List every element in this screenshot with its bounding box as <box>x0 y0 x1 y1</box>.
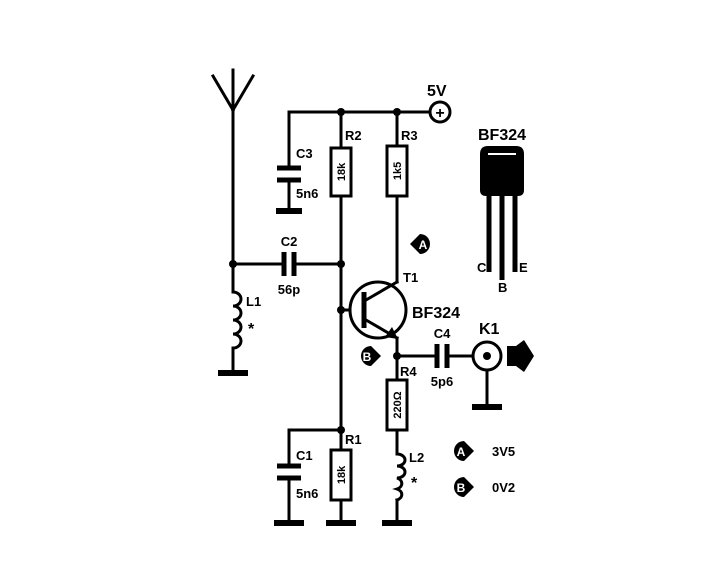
r4-name: R4 <box>400 364 417 379</box>
r1-name: R1 <box>345 432 362 447</box>
r3-value: 1k5 <box>392 162 404 180</box>
supply-terminal: + 5V <box>427 83 452 124</box>
r2-value: 18k <box>336 162 348 181</box>
l2-name: L2 <box>409 450 424 465</box>
supply-plus-symbol: + <box>435 105 444 122</box>
l1-name: L1 <box>246 294 261 309</box>
test-point-a: A <box>410 234 430 254</box>
c3-value: 5n6 <box>296 186 318 201</box>
ground-icon <box>276 208 302 214</box>
junction-dots <box>229 108 401 434</box>
inductor-l1: L1 * <box>231 290 261 350</box>
antenna-icon <box>210 68 256 113</box>
test-point-b-label: B <box>363 350 372 364</box>
r1-value: 18k <box>336 465 348 484</box>
r2-name: R2 <box>345 128 362 143</box>
c1-name: C1 <box>296 448 313 463</box>
legend-b-voltage: 0V2 <box>492 480 515 495</box>
transistor-t1: T1 BF324 <box>348 270 460 341</box>
t1-name: T1 <box>403 270 418 285</box>
voltage-legend: A 3V5 B 0V2 <box>454 441 515 497</box>
capacitor-c1: C1 5n6 <box>277 448 318 501</box>
k1-name: K1 <box>479 321 500 338</box>
legend-a-label: A <box>457 445 466 459</box>
c2-name: C2 <box>281 234 298 249</box>
test-point-a-label: A <box>419 238 428 252</box>
c4-name: C4 <box>434 326 451 341</box>
resistor-r4: 220Ω R4 <box>385 364 417 432</box>
bf324-package: BF324 C B E <box>477 127 528 295</box>
legend-a-voltage: 3V5 <box>492 444 515 459</box>
package-title: BF324 <box>478 127 526 144</box>
legend-b-label: B <box>457 481 466 495</box>
resistor-r2: 18k R2 <box>329 128 362 198</box>
t1-type: BF324 <box>412 305 460 322</box>
test-point-b: B <box>361 346 381 366</box>
package-pin-c: C <box>477 260 487 275</box>
ground-symbols <box>218 208 502 526</box>
legend-row-b: B 0V2 <box>454 477 515 497</box>
legend-row-a: A 3V5 <box>454 441 515 461</box>
c2-value: 56p <box>278 282 300 297</box>
supply-label: 5V <box>427 83 447 100</box>
c3-name: C3 <box>296 146 313 161</box>
capacitor-c4: C4 5p6 <box>431 326 453 389</box>
resistor-r1: 18k R1 <box>329 432 362 502</box>
inductor-l2: L2 * <box>392 450 424 502</box>
c4-value: 5p6 <box>431 374 453 389</box>
ground-icon <box>326 520 356 526</box>
r3-name: R3 <box>401 128 418 143</box>
r4-value: 220Ω <box>392 391 404 418</box>
l1-mark: * <box>248 321 255 338</box>
output-arrow-icon <box>507 340 534 372</box>
ground-icon <box>274 520 304 526</box>
ground-icon <box>472 404 502 410</box>
package-pin-e: E <box>519 260 528 275</box>
package-pin-b: B <box>498 280 507 295</box>
ground-icon <box>382 520 412 526</box>
connector-k1: K1 <box>471 321 503 372</box>
l2-mark: * <box>411 475 418 492</box>
capacitor-c2: C2 56p <box>278 234 300 297</box>
ground-icon <box>218 370 248 376</box>
resistor-r3: 1k5 R3 <box>385 128 418 198</box>
c1-value: 5n6 <box>296 486 318 501</box>
capacitor-c3: C3 5n6 <box>277 146 318 201</box>
